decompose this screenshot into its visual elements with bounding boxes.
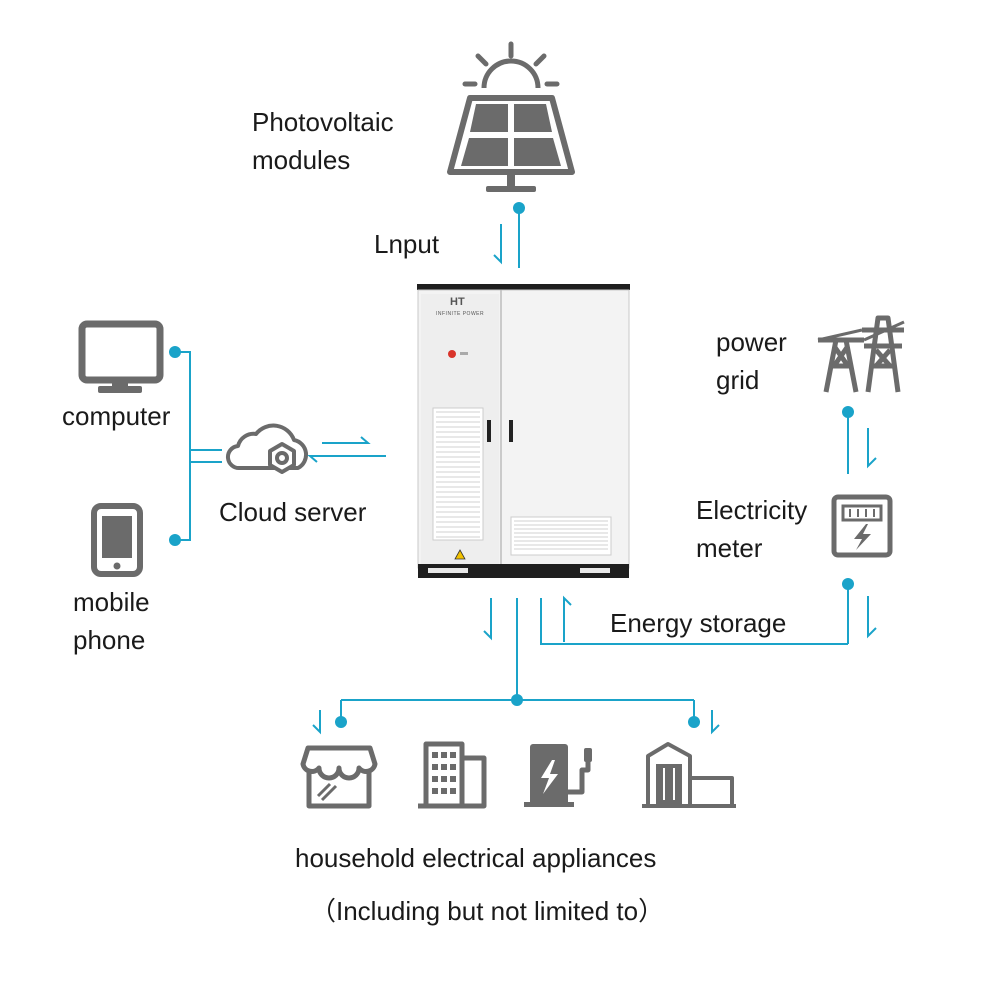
appliances-label: household electrical appliances [295,843,657,873]
power-tower-icon [817,315,905,393]
right-vent-slats [514,520,608,550]
cloud-server-icon [225,423,309,474]
computer-label: computer [62,401,171,431]
electricity-meter-icon [831,494,893,558]
power-grid-label-line1: power [716,327,787,357]
cabinet-brand: HT [450,296,465,308]
energy-storage-label: Energy storage [610,608,787,638]
electricity-meter-label-line2: meter [696,533,763,563]
energy-storage-cabinet [417,284,630,578]
mobile-phone-label-line1: mobile [73,587,150,617]
photovoltaic-label-line2: modules [252,145,351,175]
input-label: Lnput [374,229,440,259]
appliances-note-label: （Including but not limited to） [310,896,665,926]
office-building-icon [418,741,487,809]
electricity-meter-label-line1: Electricity [696,495,808,525]
cloud-server-label: Cloud server [219,497,367,527]
power-grid-label-line2: grid [716,365,760,395]
photovoltaic-label-line1: Photovoltaic [252,107,394,137]
mobile-phone-label-line2: phone [73,625,146,655]
monitor-icon [78,320,164,393]
smartphone-icon [91,503,143,577]
left-vent-slats [436,411,480,538]
connection-dots [169,202,854,728]
factory-icon [642,742,736,808]
ev-charger-icon [524,744,592,807]
shop-icon [300,745,378,809]
cabinet-tagline: INFINITE POWER [436,311,485,317]
solar-panel-icon [447,41,575,192]
